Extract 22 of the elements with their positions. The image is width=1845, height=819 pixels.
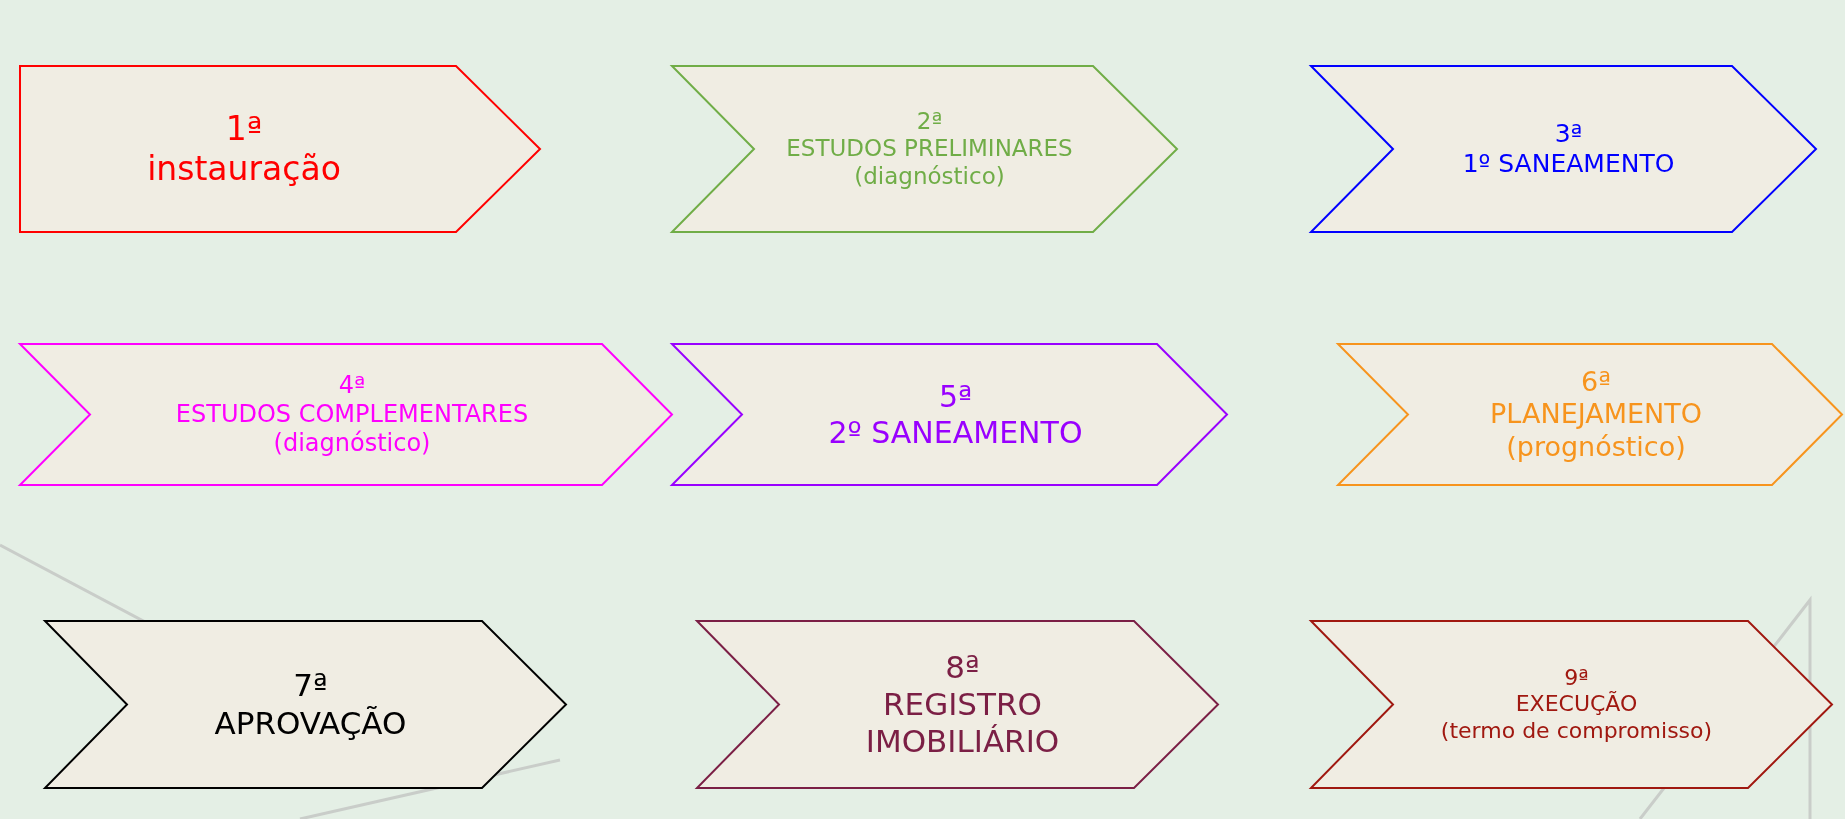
step-note: (diagnóstico) [273, 428, 431, 458]
step-number: 3ª [1554, 119, 1583, 149]
step-title: EXECUÇÃO [1515, 691, 1638, 718]
step-note: (prognóstico) [1506, 430, 1686, 464]
step-title: 2º SANEAMENTO [828, 414, 1083, 451]
step-number: 4ª [338, 371, 366, 401]
step-number: 6ª [1581, 365, 1611, 399]
step-title: 1º SANEAMENTO [1462, 149, 1675, 179]
step-note: (diagnóstico) [854, 162, 1005, 191]
step-number: 8ª [945, 648, 980, 686]
step-number: 9ª [1564, 664, 1589, 691]
step-title: PLANEJAMENTO [1490, 398, 1702, 431]
step-title: instauração [147, 149, 341, 189]
step-title: APROVAÇÃO [214, 704, 407, 742]
step-note: (termo de compromisso) [1440, 717, 1713, 745]
step-title: REGISTRO IMOBILIÁRIO [864, 685, 1061, 761]
step-title: ESTUDOS PRELIMINARES [786, 135, 1073, 163]
step-number: 2ª [916, 107, 943, 136]
step-title: ESTUDOS COMPLEMENTARES [175, 400, 529, 429]
step-number: 7ª [293, 667, 328, 705]
step-number: 5ª [938, 378, 973, 415]
step-number: 1ª [225, 109, 263, 149]
